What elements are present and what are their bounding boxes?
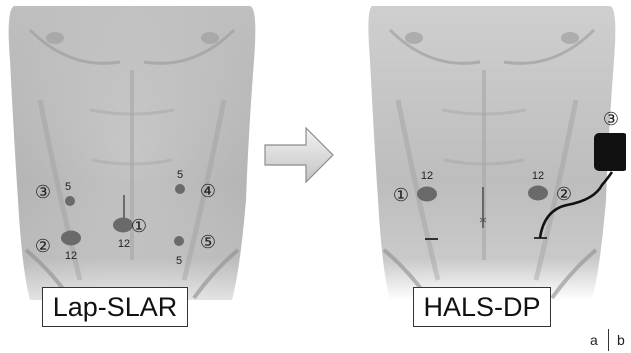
hals-device-marker: ③ (603, 109, 619, 129)
port-4-mark (175, 184, 185, 194)
port-2-marker: ② (35, 236, 51, 256)
port-5-marker: ⑤ (200, 232, 216, 252)
hals-port-2-marker: ② (556, 184, 572, 204)
hals-port-1-marker: ① (393, 185, 409, 205)
panel-letter-b: b (617, 332, 625, 348)
panel-letter-divider (608, 329, 609, 351)
panel-letter-a: a (590, 332, 598, 348)
hals-port-1-size: 12 (421, 170, 433, 182)
port-1-marker: ① (131, 216, 147, 236)
port-5-size: 5 (176, 255, 182, 267)
port-5-mark (174, 236, 184, 246)
port-2-size: 12 (65, 250, 77, 262)
port-3-size: 5 (65, 181, 71, 193)
port-2-mark (61, 231, 81, 246)
hand-access-device (594, 133, 626, 171)
port-4-size: 5 (177, 169, 183, 181)
port-4-marker: ④ (200, 181, 216, 201)
port-3-marker: ③ (35, 182, 51, 202)
hals-dp-label: HALS-DP (413, 287, 551, 327)
hals-port-2-size: 12 (532, 170, 544, 182)
port-1-size: 12 (118, 238, 130, 250)
hals-port-1-mark (417, 187, 437, 202)
lap-slar-label: Lap-SLAR (42, 287, 188, 327)
hals-port-2-mark (528, 186, 548, 201)
lap-slar-panel: 5 ③ 12 ② 12 ① 5 ④ 5 ⑤ Lap-SLAR (0, 0, 264, 353)
port-3-mark (65, 196, 75, 206)
hals-dp-panel: 12 ① 12 ② ③ HALS-DP (362, 0, 626, 353)
